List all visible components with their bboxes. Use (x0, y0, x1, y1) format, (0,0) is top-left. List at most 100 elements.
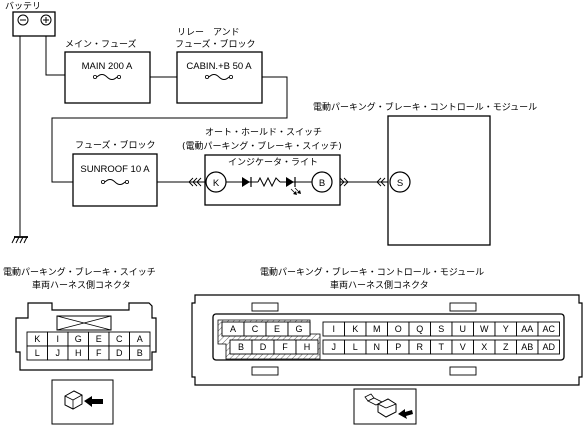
switch-terminal-k-label: K (213, 178, 220, 189)
connector-pin: AB (516, 339, 539, 355)
connector-pin-label: G (75, 334, 82, 344)
connector-pin: T (430, 339, 453, 355)
plug-arrow-icon (364, 393, 413, 419)
relay-block-rating: CABIN.+B 50 A (186, 61, 252, 72)
connector-pin-label: AB (521, 342, 533, 352)
indicator-light-label: インジケータ・ライト (228, 157, 318, 168)
connector-pin-label: J (56, 348, 61, 358)
resistor-icon (257, 176, 281, 188)
connector-pin: F (88, 345, 110, 361)
connector-pin-label: U (460, 324, 467, 334)
connector-pin: E (265, 321, 289, 337)
ground-icon (11, 236, 28, 244)
connector-pin: I (47, 331, 69, 347)
connector-pin-label: T (439, 342, 445, 352)
connector-pin: Z (494, 339, 517, 355)
connector-pin: B (129, 345, 151, 361)
connector-pin: K (344, 321, 367, 337)
connector-pin-label: Q (416, 324, 423, 334)
connector-pin-label: C (116, 334, 123, 344)
fuse-block-rating: SUNROOF 10 A (80, 164, 150, 175)
diode-icon (242, 177, 252, 187)
connector-pin: A (129, 331, 151, 347)
main-fuse-title: メイン・フューズ (65, 38, 137, 50)
connector-pin: R (408, 339, 431, 355)
fuse-block-title: フューズ・ブロック (75, 139, 156, 151)
connector-chevron-icon (376, 177, 386, 187)
wire-battery-main (45, 36, 65, 76)
connector-chevron-icon (339, 177, 349, 187)
connector-pin: L (26, 345, 48, 361)
connector-pin: W (473, 321, 496, 337)
connector-pin: B (229, 339, 253, 355)
connector-pin-label: G (295, 324, 302, 334)
module-terminal-s-label: S (397, 178, 403, 189)
connector-left-title-1: 電動パーキング・ブレーキ・スイッチ (3, 266, 156, 278)
fuse-icon (93, 74, 122, 80)
connector-pin: O (387, 321, 410, 337)
connector-pin-label: H (75, 348, 82, 358)
connector-right-title-2: 車両ハーネス側コネクタ (330, 279, 429, 291)
connector-pin-label: D (116, 348, 123, 358)
connector-pin-label: K (34, 334, 40, 344)
connector-pin-label: A (230, 324, 236, 334)
connector-pin: Y (494, 321, 517, 337)
connector-pin: D (108, 345, 130, 361)
connector-pin-label: AA (521, 324, 533, 334)
connector-pin: X (473, 339, 496, 355)
connector-pin: G (287, 321, 311, 337)
connector-pin: G (67, 331, 89, 347)
connector-pin: H (295, 339, 319, 355)
connector-pin-label: P (395, 342, 401, 352)
connector-left-title-2: 車両ハーネス側コネクタ (32, 279, 131, 291)
connector-pin-label: Y (503, 324, 509, 334)
connector-pin: V (451, 339, 474, 355)
connector-pin: L (344, 339, 367, 355)
plug-arrow-icon (64, 390, 103, 410)
connector-pin-label: I (56, 334, 59, 344)
connector-pin-label: AC (542, 324, 555, 334)
connector-pin: N (365, 339, 388, 355)
connector-pin: J (47, 345, 69, 361)
wire-relay-sunroof (51, 76, 288, 183)
connector-pin-label: N (374, 342, 381, 352)
connector-pin: AC (537, 321, 560, 337)
connector-pin: U (451, 321, 474, 337)
connector-pin: E (88, 331, 110, 347)
switch-terminal-b-label: B (319, 178, 325, 189)
fuse-icon (204, 74, 233, 80)
connector-pin: D (251, 339, 275, 355)
switch-title-2: (電動パーキング・ブレーキ・スイッチ) (182, 140, 342, 152)
connector-pin-label: L (35, 348, 40, 358)
led-icon (286, 177, 301, 195)
battery-plus-terminal (40, 14, 52, 26)
connector-pin-label: D (260, 342, 267, 352)
switch-title-1: オート・ホールド・スイッチ (205, 127, 322, 138)
battery-label: バッテリ (5, 1, 41, 12)
connector-pin: J (322, 339, 345, 355)
connector-pin-label: B (137, 348, 143, 358)
connector-pin: A (221, 321, 245, 337)
connector-pin-label: X (481, 342, 487, 352)
connector-pin-label: AD (542, 342, 555, 352)
connector-right-title-1: 電動パーキング・ブレーキ・コントロール・モジュール (260, 266, 484, 278)
connector-pin-label: I (332, 324, 335, 334)
connector-pin: M (365, 321, 388, 337)
module-terminal-s (389, 171, 411, 193)
connector-pin-label: C (252, 324, 259, 334)
connector-pin: H (67, 345, 89, 361)
connector-pin: S (430, 321, 453, 337)
connector-pin-label: B (238, 342, 244, 352)
connector-pin-label: Z (503, 342, 509, 352)
connector-pin: AD (537, 339, 560, 355)
connector-pin-label: V (460, 342, 466, 352)
main-fuse-rating: MAIN 200 A (82, 61, 133, 72)
fuse-block-box (72, 153, 158, 207)
connector-pin: P (387, 339, 410, 355)
fuse-icon (101, 179, 130, 185)
